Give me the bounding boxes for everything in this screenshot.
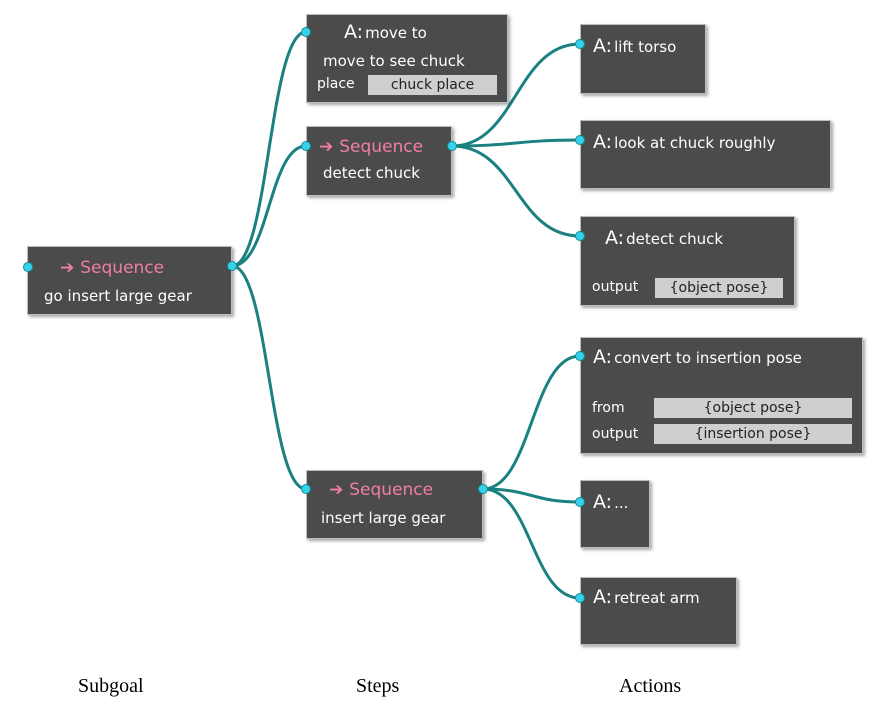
action-name: retreat arm xyxy=(614,589,700,607)
action-node-convert-pose[interactable]: A:convert to insertion pose from {object… xyxy=(580,337,863,454)
action-prefix: A: xyxy=(593,586,613,608)
output-port[interactable] xyxy=(478,484,488,494)
action-name: ... xyxy=(614,494,629,512)
connection-wire xyxy=(482,487,581,504)
input-port[interactable] xyxy=(575,351,585,361)
column-label-subgoal: Subgoal xyxy=(78,675,144,697)
action-header: A:detect chuck xyxy=(605,227,723,249)
action-node-ellipsis[interactable]: A:... xyxy=(580,480,650,548)
connection-wire xyxy=(231,30,307,268)
action-header: A:look at chuck roughly xyxy=(593,131,775,153)
input-port[interactable] xyxy=(23,262,33,272)
connection-wire xyxy=(482,487,581,600)
output-port[interactable] xyxy=(447,141,457,151)
connection-wire xyxy=(451,42,581,148)
column-label-actions: Actions xyxy=(619,675,682,697)
output-port[interactable] xyxy=(227,261,237,271)
subgoal-name: go insert large gear xyxy=(44,287,192,305)
param-value-output[interactable]: {object pose} xyxy=(655,278,783,298)
input-port[interactable] xyxy=(575,231,585,241)
action-node-lift-torso[interactable]: A:lift torso xyxy=(580,24,706,94)
action-header: A:retreat arm xyxy=(593,586,700,608)
param-value-output[interactable]: {insertion pose} xyxy=(654,424,852,444)
action-node-look-at-chuck[interactable]: A:look at chuck roughly xyxy=(580,120,831,189)
action-name: detect chuck xyxy=(626,230,724,248)
sequence-title: ➔Sequence xyxy=(329,480,434,500)
input-port[interactable] xyxy=(575,497,585,507)
input-port[interactable] xyxy=(575,135,585,145)
connection-wire xyxy=(231,144,307,268)
input-port[interactable] xyxy=(575,593,585,603)
step-name: detect chuck xyxy=(323,164,420,182)
sequence-title: ➔Sequence xyxy=(60,258,165,278)
step-description: move to see chuck xyxy=(323,52,465,70)
connection-wire xyxy=(451,138,581,148)
action-prefix: A: xyxy=(605,227,625,249)
right-arrow-icon: ➔ xyxy=(319,137,334,157)
input-port[interactable] xyxy=(575,39,585,49)
param-label-output: output xyxy=(592,279,639,295)
sequence-title: ➔Sequence xyxy=(319,137,424,157)
param-value-from[interactable]: {object pose} xyxy=(654,398,852,418)
input-port[interactable] xyxy=(301,27,311,37)
action-prefix: A: xyxy=(593,346,613,368)
param-label-place: place xyxy=(317,76,355,92)
action-header: A:move to xyxy=(344,21,427,43)
subgoal-node[interactable]: ➔Sequence go insert large gear xyxy=(27,246,232,315)
right-arrow-icon: ➔ xyxy=(329,480,344,500)
step-name: move to xyxy=(365,24,427,42)
action-name: convert to insertion pose xyxy=(614,349,802,367)
action-name: look at chuck roughly xyxy=(614,134,776,152)
param-label-from: from xyxy=(592,400,625,416)
connection-wire xyxy=(482,354,581,491)
action-node-retreat-arm[interactable]: A:retreat arm xyxy=(580,577,737,645)
action-header: A:lift torso xyxy=(593,35,676,57)
param-value-place[interactable]: chuck place xyxy=(368,75,497,95)
action-name: lift torso xyxy=(614,38,677,56)
input-port[interactable] xyxy=(301,141,311,151)
action-node-detect-chuck[interactable]: A:detect chuck output {object pose} xyxy=(580,216,795,306)
action-prefix: A: xyxy=(593,35,613,57)
step-name: insert large gear xyxy=(321,509,446,527)
step-node-detect-chuck[interactable]: ➔Sequence detect chuck xyxy=(306,126,452,196)
param-label-output: output xyxy=(592,426,639,442)
action-prefix: A: xyxy=(593,491,613,513)
column-label-steps: Steps xyxy=(356,675,400,697)
connection-wire xyxy=(231,264,307,491)
step-node-insert-large-gear[interactable]: ➔Sequence insert large gear xyxy=(306,470,483,539)
action-prefix: A: xyxy=(344,21,364,43)
step-node-move-to[interactable]: A:move to move to see chuck place chuck … xyxy=(306,14,508,103)
action-prefix: A: xyxy=(593,131,613,153)
connection-wire xyxy=(451,144,581,238)
action-header: A:convert to insertion pose xyxy=(593,346,802,368)
action-header: A:... xyxy=(593,491,628,513)
right-arrow-icon: ➔ xyxy=(60,258,75,278)
input-port[interactable] xyxy=(301,484,311,494)
